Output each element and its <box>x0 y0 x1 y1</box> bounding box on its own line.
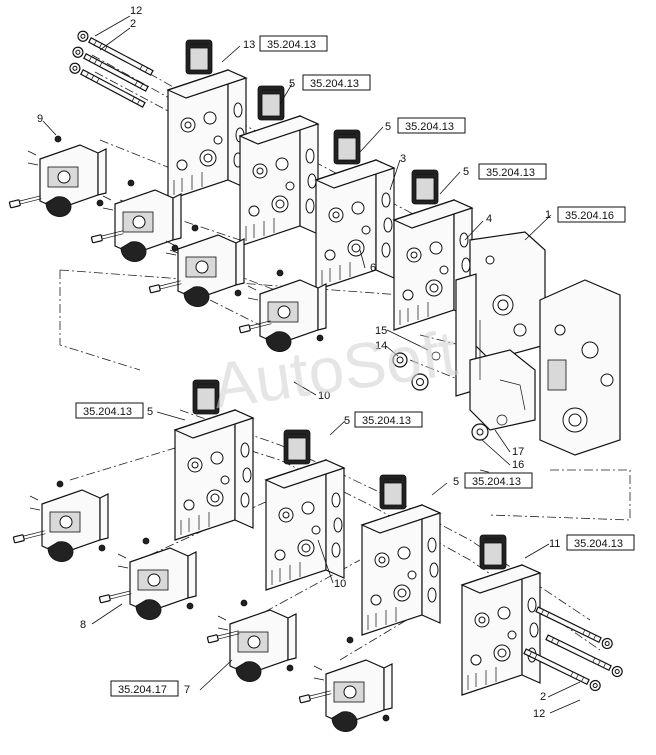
main-valve-body <box>455 231 621 456</box>
callout-11-number: 11 <box>549 538 560 550</box>
callout-5c-number: 5 <box>463 166 469 178</box>
callout-5a-number: 5 <box>289 78 295 90</box>
callout-5d-ref-box <box>75 402 144 419</box>
callout-1-ref: 35.204.16 <box>565 210 614 222</box>
callout-11-ref: 35.204.13 <box>574 538 623 550</box>
callout-10-b: 10 <box>334 578 346 590</box>
callout-5e-ref-box <box>354 411 423 428</box>
callout-3: 3 <box>400 153 406 165</box>
callout-5b-number: 5 <box>385 121 391 133</box>
lower-actuators <box>12 480 393 733</box>
callout-17: 17 <box>512 446 524 458</box>
callout-9: 9 <box>37 113 43 125</box>
callout-5f-ref: 35.204.13 <box>472 476 521 488</box>
leader-lines <box>42 15 581 714</box>
seal-parts <box>392 351 508 441</box>
callout-1-number: 1 <box>545 209 551 221</box>
callout-13-number: 13 <box>243 39 255 51</box>
callout-5d-number: 5 <box>147 406 153 418</box>
callout-13-ref-box <box>259 35 328 52</box>
callout-labels: 12 2 13 35.204.13 5 35.204.13 5 35.204.1… <box>37 5 635 720</box>
callout-5e-number: 5 <box>344 415 350 427</box>
callout-4: 4 <box>486 213 492 225</box>
callout-7-number: 7 <box>184 684 190 696</box>
callout-5f-ref-box <box>464 472 533 489</box>
callout-13-ref: 35.204.13 <box>267 39 316 51</box>
callout-12-top: 12 <box>130 5 142 17</box>
callout-12-bottom: 12 <box>533 708 545 720</box>
callout-6: 6 <box>370 262 376 274</box>
callout-15: 15 <box>375 325 387 337</box>
callout-5b-ref: 35.204.13 <box>405 121 454 133</box>
callout-5a-ref: 35.204.13 <box>310 78 359 90</box>
upper-actuators <box>8 135 327 353</box>
callout-5a-ref-box <box>302 74 371 91</box>
watermark: AutoSoft <box>208 317 461 422</box>
callout-2-top: 2 <box>130 18 136 30</box>
callout-7-ref-box <box>110 680 179 697</box>
callout-1-ref-box <box>557 206 626 223</box>
callout-8: 8 <box>80 619 86 631</box>
callout-10-a: 10 <box>318 390 330 402</box>
callout-5d-ref: 35.204.13 <box>83 406 132 418</box>
callout-2-bottom: 2 <box>540 691 546 703</box>
callout-5b-ref-box <box>397 117 466 134</box>
callout-16: 16 <box>512 459 524 471</box>
callout-5c-ref-box <box>478 163 547 180</box>
callout-11-ref-box <box>566 534 635 551</box>
callout-5e-ref: 35.204.13 <box>362 415 411 427</box>
callout-14: 14 <box>375 340 387 352</box>
callout-7-ref: 35.204.17 <box>118 684 167 696</box>
callout-5c-ref: 35.204.13 <box>486 167 535 179</box>
callout-5f-number: 5 <box>453 476 459 488</box>
